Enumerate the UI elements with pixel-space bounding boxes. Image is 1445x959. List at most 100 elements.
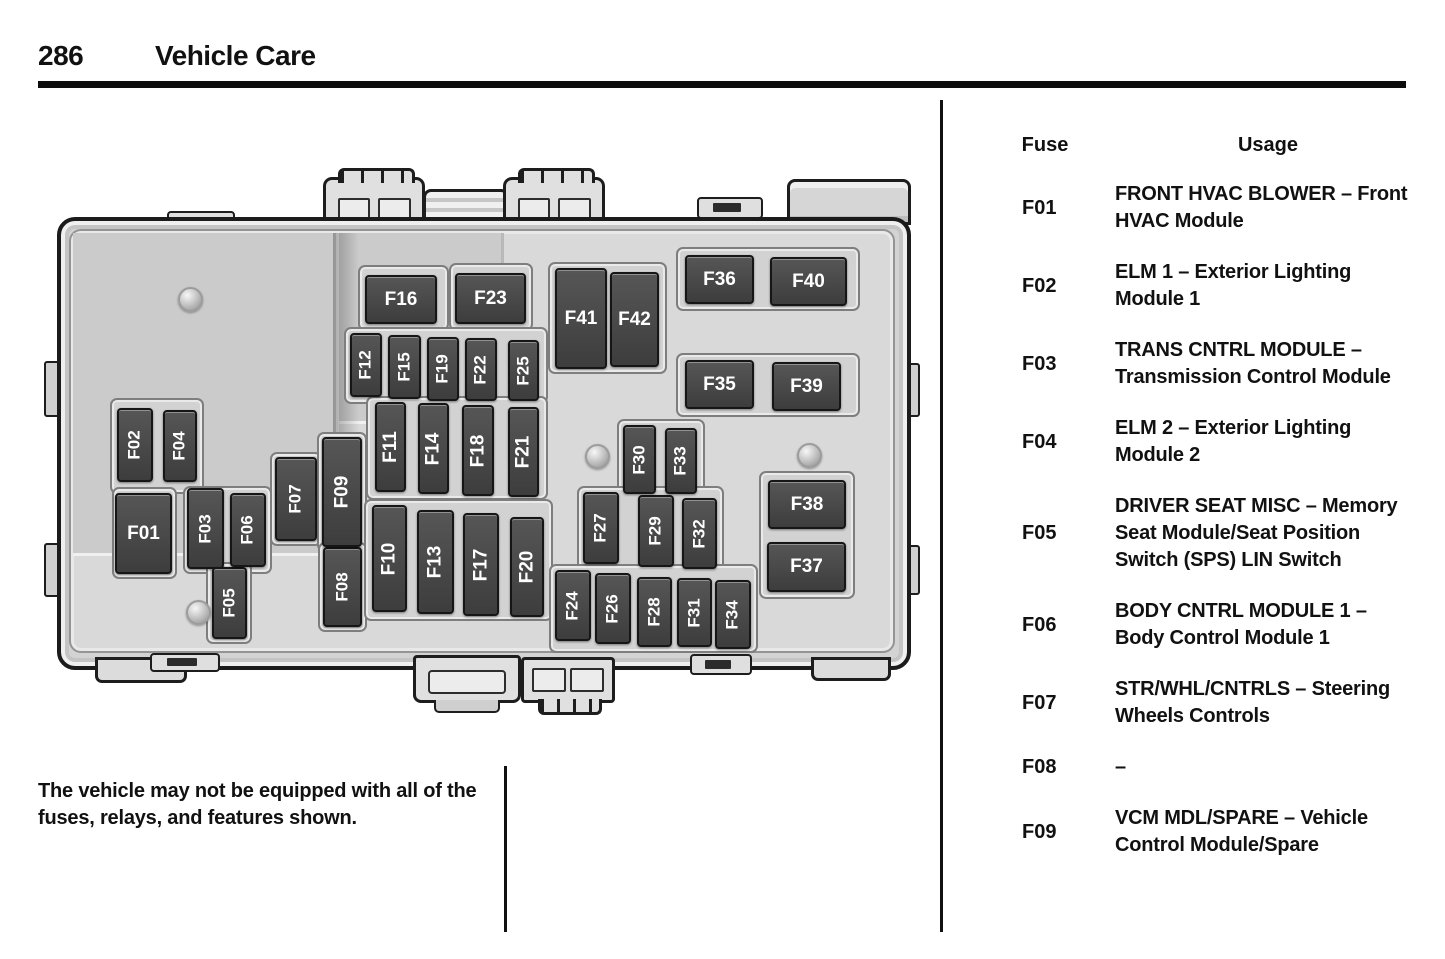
fuse-F04: F04 [163,410,197,482]
fuse-label: F42 [618,308,651,330]
fuse-label: F34 [722,599,742,630]
bottom-tab-right [690,654,752,675]
fuse-label: F18 [467,434,488,467]
fuse-F38: F38 [768,480,846,529]
fuse-F15: F15 [388,335,421,399]
fuse-label: F36 [703,268,736,290]
fuse-F31: F31 [677,578,712,647]
fuse-id-cell: F09 [1022,820,1057,843]
connector-slot [570,668,604,692]
fuse-F25: F25 [508,340,539,401]
fuse-label: F15 [394,352,414,382]
fuse-F19: F19 [427,337,459,401]
fuse-label: F41 [564,307,598,329]
fuse-label: F23 [474,287,507,309]
fuse-F23: F23 [455,273,526,324]
fuse-id-cell: F01 [1022,196,1057,219]
fuse-F05: F05 [212,567,247,639]
fuse-usage-cell: VCM MDL/SPARE – Vehicle Control Module/S… [1115,807,1368,856]
fuse-label: F40 [792,270,825,292]
table-row: F08 – [975,754,1421,781]
page-number: 286 [38,40,84,71]
fuse-label: F14 [422,432,444,465]
table-row: F01 FRONT HVAC BLOWER – Front HVAC Module [975,181,1421,235]
fuse-F28: F28 [637,577,672,647]
diagram-note: The vehicle may not be equipped with all… [38,780,477,829]
fuse-F07: F07 [275,457,317,541]
fuse-F08: F08 [323,547,362,627]
fuse-label: F13 [424,545,446,579]
fuse-F17: F17 [463,513,499,616]
connector-teeth [538,699,602,715]
fuse-F30: F30 [623,425,656,494]
fuse-label: F03 [195,513,215,544]
fuse-F35: F35 [685,360,754,409]
fuse-label: F35 [703,373,736,395]
fuse-F36: F36 [685,255,754,304]
fuse-F24: F24 [555,570,591,641]
screw-icon [797,443,822,468]
fuse-usage-cell: ELM 2 – Exterior Lighting Module 2 [1115,417,1352,466]
screw-icon [186,600,211,625]
fuse-label: F30 [629,444,649,475]
fuse-usage-cell: STR/WHL/CNTRLS – Steering Wheels Control… [1115,678,1391,727]
screw-icon [178,287,203,312]
fuse-id-cell: F02 [1022,274,1057,297]
fuse-label: F12 [356,350,376,380]
fuse-F03: F03 [187,488,224,569]
fuse-id-cell: F06 [1022,613,1057,636]
fuse-F22: F22 [465,338,497,401]
bottom-connector-center [521,657,615,715]
connector-slot [428,670,506,694]
fuse-F42: F42 [610,272,659,367]
fuse-F11: F11 [375,402,406,492]
fuse-usage-cell: FRONT HVAC BLOWER – Front HVAC Module [1115,183,1408,232]
fuse-F41: F41 [555,268,607,369]
fuse-label: F37 [790,556,823,577]
fuse-F33: F33 [665,428,697,494]
screw-icon [585,444,610,469]
connector-slot [532,668,566,692]
table-header-usage: Usage [1237,134,1299,156]
fuse-label: F22 [471,354,491,385]
fuse-label: F02 [124,430,144,460]
fuse-id-cell: F08 [1022,756,1057,778]
fuse-F13: F13 [417,510,454,614]
fuse-F21: F21 [508,407,539,497]
fuse-F14: F14 [418,403,449,494]
fuse-F29: F29 [638,495,674,567]
fuse-label: F08 [332,572,352,602]
fuse-label: F21 [512,435,534,469]
fuse-id-cell: F05 [1022,522,1057,544]
fuse-label: F26 [602,593,622,624]
fuse-label: F10 [378,542,400,575]
fuse-label: F11 [379,431,401,463]
fuse-label: F17 [470,548,491,581]
bottom-connector-left [413,655,521,713]
page-title: Vehicle Care [155,40,316,71]
fuse-F01: F01 [115,493,172,574]
fuse-label: F24 [562,590,582,621]
fuse-F09: F09 [322,437,362,547]
fuse-label: F25 [513,355,533,386]
header-rule [38,81,1406,88]
connector-lip [434,700,500,713]
fuse-id-cell: F07 [1022,691,1057,714]
table-row: F07 STR/WHL/CNTRLS – Steering Wheels Cont… [975,676,1421,730]
table-body: F01 FRONT HVAC BLOWER – Front HVAC Module… [975,181,1421,859]
fuse-F40: F40 [770,257,847,306]
fuse-label: F06 [237,515,257,545]
fuse-label: F16 [384,288,418,310]
fuse-F02: F02 [117,408,153,482]
connector-teeth [517,168,595,183]
bottom-tab-left [150,653,220,672]
fuse-usage-cell: – [1115,756,1126,778]
connector-teeth [337,168,415,183]
